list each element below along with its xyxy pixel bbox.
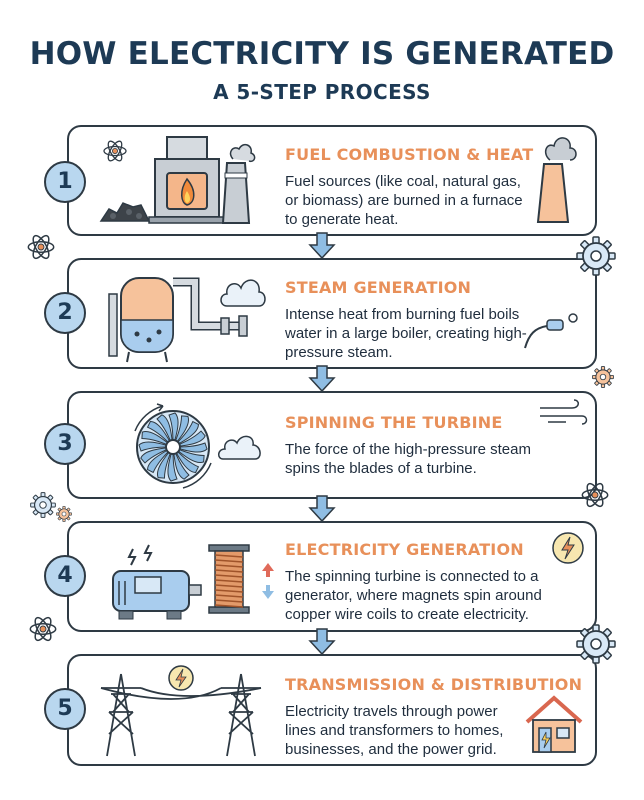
flow-arrow-3-to-4 <box>308 495 336 523</box>
power-tower-icon <box>100 665 262 757</box>
step-2-number: 2 <box>44 292 86 334</box>
flow-arrow-1-to-2 <box>308 232 336 260</box>
furnace-icon <box>148 136 226 224</box>
smokestack-icon <box>221 143 256 224</box>
gear-icon <box>576 236 616 276</box>
step-2-description: Intense heat from burning fuel boils wat… <box>285 306 527 361</box>
step-4-description: The spinning turbine is connected to a g… <box>285 568 542 623</box>
lightning-badge-icon <box>552 532 584 564</box>
current-direction-arrows <box>262 563 274 599</box>
smokestack-icon <box>536 137 577 223</box>
gear-icon <box>56 506 72 522</box>
house-icon <box>525 695 583 753</box>
wind-icon <box>540 399 588 425</box>
step-4-title: ELECTRICITY GENERATION <box>285 540 524 559</box>
step-5-title: TRANSMISSION & DISTRIBUTION <box>285 675 583 694</box>
page-subtitle: A 5-STEP PROCESS <box>213 80 431 104</box>
steam-nozzle-icon <box>524 313 578 349</box>
step-1-description: Fuel sources (like coal, natural gas, or… <box>285 173 523 228</box>
turbine-icon <box>134 403 212 489</box>
step-5-description: Electricity travels through power lines … <box>285 703 504 758</box>
coal-pile-icon <box>99 202 151 222</box>
atom-icon <box>103 140 127 162</box>
flow-arrow-4-to-5 <box>308 628 336 656</box>
step-3-description: The force of the high-pressure steam spi… <box>285 441 531 477</box>
step-1-title: FUEL COMBUSTION & HEAT <box>285 145 534 164</box>
step-3-number: 3 <box>44 423 86 465</box>
page-title: HOW ELECTRICITY IS GENERATED <box>29 36 615 72</box>
step-3-title: SPINNING THE TURBINE <box>285 413 503 432</box>
atom-icon <box>581 482 609 508</box>
step-card-fuel-combustion: FUEL COMBUSTION & HEAT Fuel sources (lik… <box>67 125 597 236</box>
flow-arrow-2-to-3 <box>308 365 336 393</box>
step-1-number: 1 <box>44 161 86 203</box>
copper-coil-icon <box>208 544 250 614</box>
generator-icon <box>112 544 202 620</box>
boiler-icon <box>108 277 174 363</box>
atom-icon <box>29 616 57 642</box>
pipe-icon <box>173 277 248 337</box>
step-card-steam-generation: STEAM GENERATION Intense heat from burni… <box>67 258 597 369</box>
atom-icon <box>27 234 55 260</box>
step-5-number: 5 <box>44 688 86 730</box>
step-2-title: STEAM GENERATION <box>285 278 472 297</box>
steam-puff-icon <box>218 435 261 460</box>
step-4-number: 4 <box>44 555 86 597</box>
gear-icon <box>576 624 616 664</box>
gear-icon <box>30 492 56 518</box>
steam-cloud-icon <box>220 279 266 307</box>
step-card-electricity-generation: ELECTRICITY GENERATION The spinning turb… <box>67 521 597 632</box>
step-card-transmission-distribution: TRANSMISSION & DISTRIBUTION Electricity … <box>67 654 597 766</box>
step-card-spinning-turbine: SPINNING THE TURBINE The force of the hi… <box>67 391 597 499</box>
gear-icon <box>592 366 614 388</box>
